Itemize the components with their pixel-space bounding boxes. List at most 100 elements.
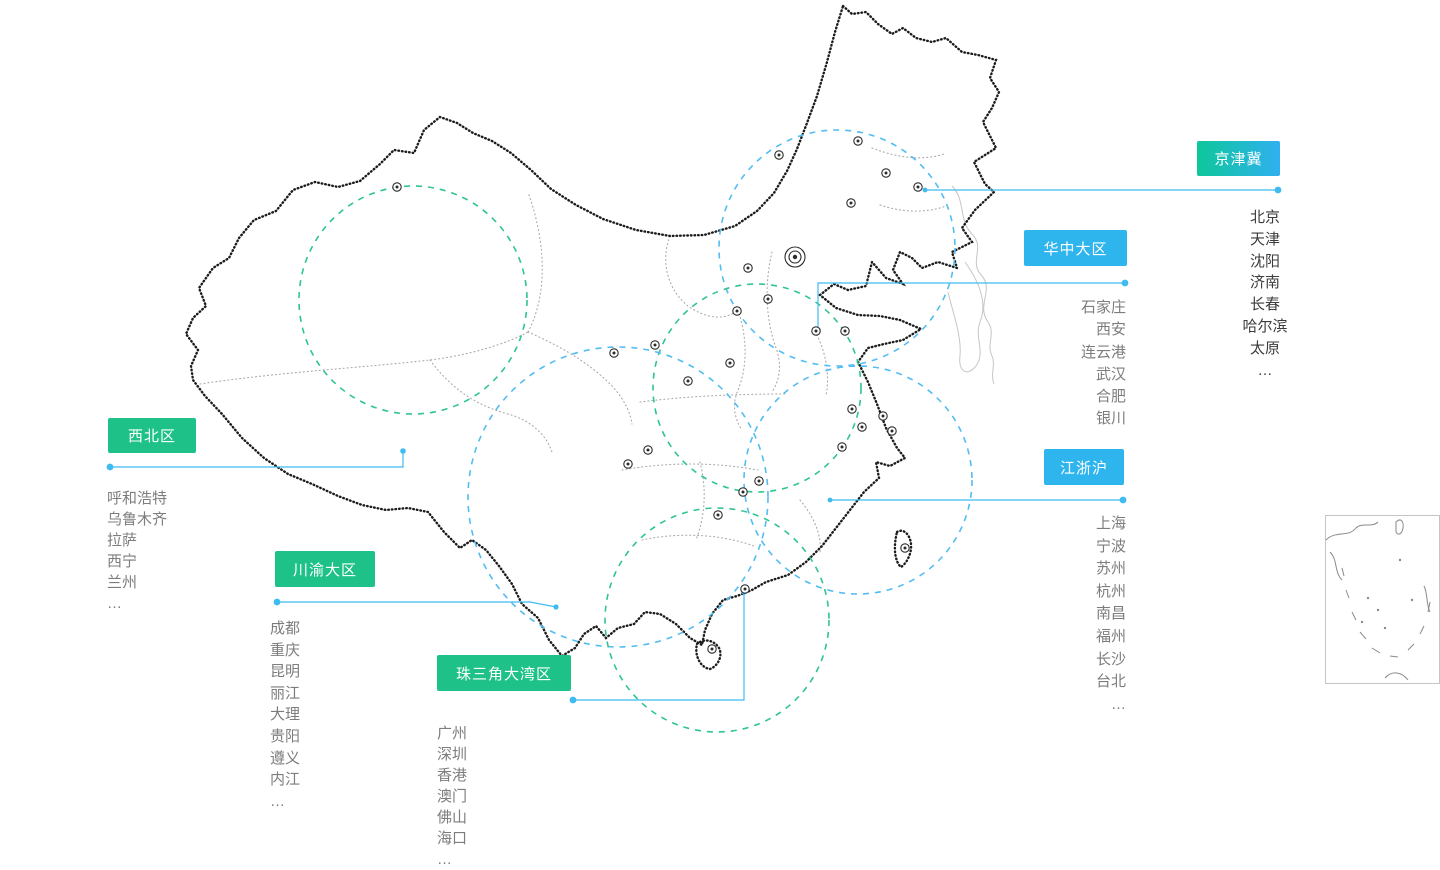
city-list-huazhong: 石家庄西安连云港武汉合肥银川: [1026, 297, 1126, 431]
region-circle-huazhong: [652, 283, 862, 493]
city-item: 上海: [1095, 515, 1126, 532]
city-marker: [857, 422, 867, 432]
connector-jingjinji: [922, 186, 1282, 194]
city-item: 大理: [270, 706, 301, 724]
city-marker: [837, 442, 847, 452]
city-item: 天津: [1249, 230, 1280, 248]
city-list-jiangzhehu: 上海宁波苏州杭州南昌福州长沙台北…: [1026, 513, 1126, 716]
china-outline: [184, 3, 1001, 671]
city-marker: [846, 198, 856, 208]
city-list-chuanyu: 成都重庆昆明丽江大理贵阳遵义内江 …: [270, 618, 300, 812]
city-marker: [847, 404, 857, 414]
city-item: 遵义: [270, 749, 301, 767]
city-item: 贵阳: [270, 727, 301, 745]
city-item: 石家庄: [1080, 299, 1126, 316]
city-item: …: [1111, 695, 1126, 713]
connector-chuanyu: [273, 598, 559, 610]
city-item: …: [1257, 361, 1273, 379]
city-marker: [811, 326, 821, 336]
city-item: 合肥: [1095, 388, 1126, 406]
city-marker: [743, 263, 753, 273]
region-circle-zhusanjiao: [604, 507, 830, 733]
city-item: 呼和浩特: [107, 490, 168, 507]
region-badge-jiangzhehu[interactable]: 江浙沪: [1044, 449, 1124, 485]
city-marker: [713, 510, 723, 520]
city-marker: [900, 543, 910, 553]
city-item: 济南: [1249, 274, 1280, 292]
city-markers: [392, 136, 923, 654]
city-marker: [650, 340, 660, 350]
city-marker: [878, 411, 888, 421]
city-marker: [707, 644, 717, 654]
city-list-xibei: 呼和浩特乌鲁木齐拉萨西宁兰州 …: [107, 488, 167, 614]
region-circle-xibei: [298, 185, 528, 415]
taiwan-island: [893, 529, 913, 569]
neighbor-coastlines: [947, 185, 995, 385]
city-marker: [725, 358, 735, 368]
city-item: 乌鲁木齐: [107, 511, 168, 528]
city-marker: [881, 168, 891, 178]
city-marker: [732, 306, 742, 316]
city-item: 成都: [270, 620, 301, 637]
region-badge-xibei[interactable]: 西北区: [108, 418, 196, 453]
city-marker: [774, 150, 784, 160]
city-marker: [853, 136, 863, 146]
city-item: 西安: [1095, 321, 1126, 339]
city-item: 宁波: [1095, 537, 1126, 555]
connector-jiangzhehu: [827, 496, 1127, 504]
city-item: 香港: [437, 767, 468, 784]
city-list-jingjinji: 北京天津沈阳济南长春哈尔滨太原 …: [1204, 207, 1326, 381]
region-badge-huazhong[interactable]: 华中大区: [1024, 230, 1127, 266]
city-marker: [840, 326, 850, 336]
city-item: 沈阳: [1249, 252, 1280, 270]
region-circles: [298, 129, 973, 733]
beijing-target-marker: [784, 246, 806, 268]
city-item: 南昌: [1095, 605, 1126, 623]
city-item: 内江: [270, 771, 301, 789]
city-item: 广州: [437, 725, 468, 742]
city-marker: [609, 348, 619, 358]
city-item: 拉萨: [107, 532, 138, 549]
city-item: 太原: [1249, 339, 1280, 357]
region-badge-chuanyu[interactable]: 川渝大区: [275, 551, 375, 587]
region-circle-jingjinji: [718, 129, 956, 367]
city-marker: [887, 426, 897, 436]
city-item: …: [437, 851, 452, 868]
city-item: 重庆: [270, 641, 301, 659]
city-item: 连云港: [1080, 343, 1126, 361]
city-marker: [754, 476, 764, 486]
region-badge-jingjinji[interactable]: 京津冀: [1197, 141, 1280, 176]
city-item: 银川: [1095, 410, 1126, 428]
inset-map-south-china-sea: [1325, 515, 1440, 684]
province-borders: [199, 147, 947, 554]
region-circle-jiangzhehu: [743, 365, 973, 595]
city-item: 武汉: [1095, 365, 1126, 383]
city-item: 哈尔滨: [1242, 317, 1288, 335]
city-item: 北京: [1249, 209, 1280, 226]
region-badge-zhusanjiao[interactable]: 珠三角大湾区: [437, 655, 571, 691]
city-item: 长沙: [1095, 650, 1126, 668]
city-item: …: [270, 792, 285, 810]
connector-xibei: [106, 448, 406, 471]
hainan-island: [695, 639, 722, 671]
city-list-zhusanjiao: 广州深圳香港澳门佛山海口…: [437, 723, 467, 870]
city-item: 台北: [1095, 673, 1126, 691]
city-item: 佛山: [437, 809, 468, 826]
city-item: 福州: [1095, 627, 1126, 645]
city-item: 昆明: [270, 663, 301, 681]
city-item: 海口: [437, 830, 468, 847]
city-marker: [763, 294, 773, 304]
city-marker: [683, 376, 693, 386]
city-item: 西宁: [107, 553, 138, 570]
city-item: …: [107, 595, 122, 612]
city-item: 丽江: [270, 684, 301, 702]
city-marker: [738, 487, 748, 497]
city-item: 澳门: [437, 788, 468, 805]
city-marker: [643, 445, 653, 455]
city-item: 杭州: [1095, 582, 1126, 600]
city-item: 长春: [1249, 296, 1280, 314]
city-marker: [913, 182, 923, 192]
city-item: 兰州: [107, 574, 138, 591]
city-marker: [623, 459, 633, 469]
